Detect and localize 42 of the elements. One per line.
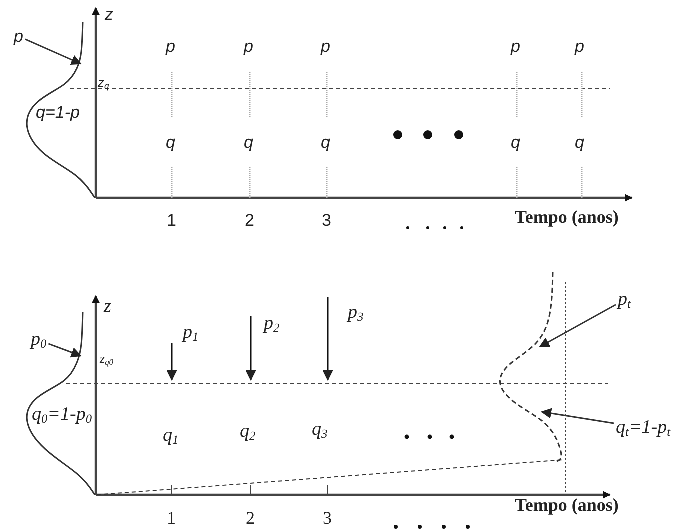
trend-line bbox=[96, 460, 564, 496]
threshold-label: z$_{q0}$ bbox=[100, 352, 114, 367]
probability-label: p$_{1}$ bbox=[183, 323, 199, 344]
axis-title: Tempo (anos) bbox=[515, 208, 619, 226]
probability-label: q bbox=[575, 134, 584, 151]
leader-line bbox=[540, 408, 614, 424]
probability-label: q$_{3}$ bbox=[312, 420, 328, 440]
probability-label: q bbox=[511, 134, 520, 151]
threshold-label: z$_{q}$ bbox=[98, 76, 110, 91]
leader-line bbox=[48, 343, 82, 358]
tick-label: 3 bbox=[323, 509, 332, 527]
probability-label: q bbox=[244, 134, 254, 151]
leader-line bbox=[539, 304, 616, 348]
tick-label: 1 bbox=[167, 212, 176, 229]
tick-label: 2 bbox=[245, 212, 254, 229]
probability-label: q$_{0}$=1-p$_{0}$ bbox=[32, 405, 92, 426]
probability-label: p$_{3}$ bbox=[348, 303, 364, 324]
axis-label: z bbox=[105, 6, 114, 23]
probability-label: q bbox=[166, 134, 176, 151]
probability-label: p bbox=[575, 38, 584, 55]
tick-label: 1 bbox=[167, 509, 176, 527]
probability-label: p bbox=[511, 38, 520, 55]
leader-line bbox=[25, 38, 82, 65]
probability-label: q$_{1}$ bbox=[163, 426, 179, 446]
probability-label: p bbox=[244, 38, 254, 55]
distribution-curve bbox=[500, 272, 562, 463]
tick-label: 3 bbox=[322, 212, 332, 229]
leader-label: p$_{0}$ bbox=[31, 330, 47, 350]
axis-title: Tempo (anos) bbox=[515, 496, 619, 514]
leader-label: p$_{t}$ bbox=[618, 290, 631, 310]
distribution-curve bbox=[26, 312, 96, 496]
tick-label: 2 bbox=[246, 509, 255, 527]
leader-label: p bbox=[14, 28, 24, 45]
probability-label: q$_{2}$ bbox=[240, 422, 256, 442]
leader-label: q$_{t}$=1-p$_{t}$ bbox=[616, 418, 671, 438]
distribution-curve bbox=[26, 22, 96, 198]
probability-label: q=1-p bbox=[36, 104, 80, 121]
probability-label: q bbox=[321, 134, 330, 151]
probability-label: p bbox=[166, 38, 176, 55]
probability-label: p$_{2}$ bbox=[264, 314, 280, 334]
axis-label: z bbox=[104, 297, 112, 316]
probability-label: p bbox=[321, 38, 330, 55]
